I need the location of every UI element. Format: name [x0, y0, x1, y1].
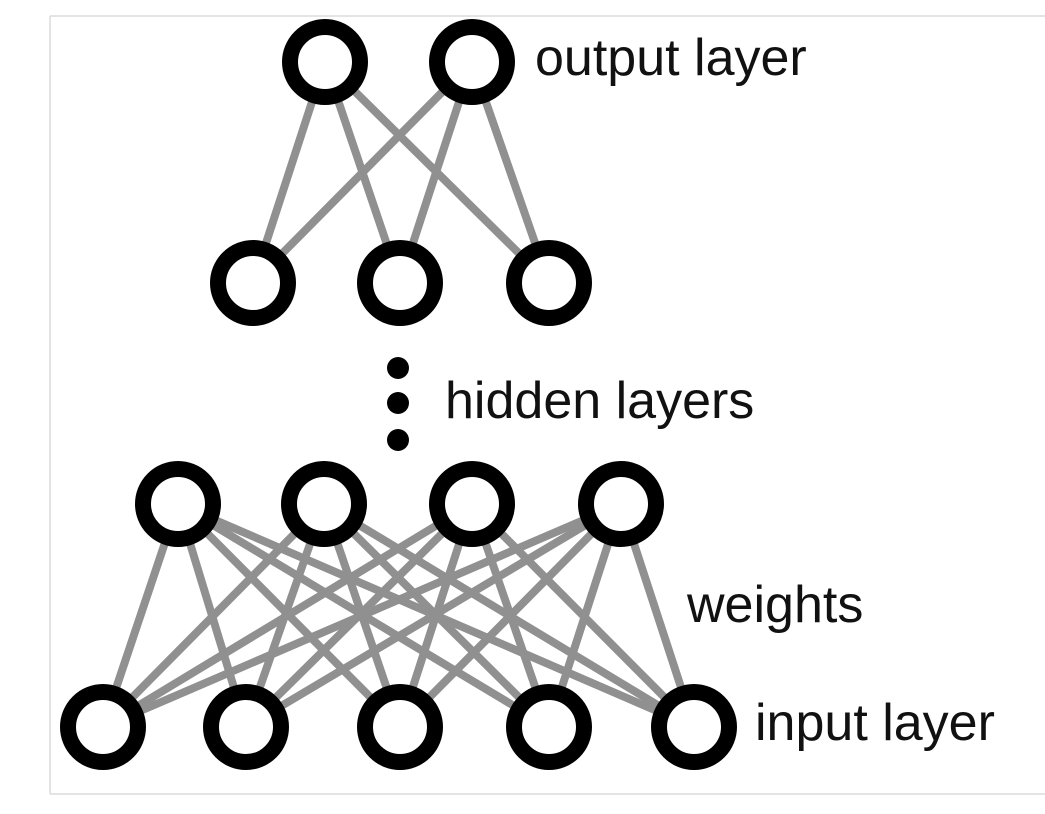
- edge-hidden-bottom-to-input: [243, 500, 624, 731]
- output-node-1: [282, 19, 368, 105]
- hidden-bottom-node-2: [281, 461, 367, 547]
- input-node-4: [506, 684, 592, 770]
- ellipsis-dot-3: [387, 429, 409, 451]
- ellipsis-dots: [387, 357, 409, 451]
- input-layer-label: input layer: [755, 694, 995, 752]
- ellipsis-dot-2: [387, 392, 409, 414]
- ellipsis-dot-1: [387, 357, 409, 379]
- hidden-top-node-1: [210, 240, 296, 326]
- output-layer-label: output layer: [535, 29, 807, 87]
- hidden-bottom-node-4: [578, 461, 664, 547]
- edge-hidden-bottom-to-input: [100, 501, 327, 730]
- input-node-1: [60, 684, 146, 770]
- hidden-bottom-node-3: [429, 461, 515, 547]
- edge-hidden-bottom-to-input: [100, 500, 475, 731]
- edge-output-to-hidden-top: [250, 59, 475, 286]
- hidden-top-node-2: [357, 240, 443, 326]
- hidden-bottom-node-1: [135, 461, 221, 547]
- labels-group: output layer hidden layers weights input la…: [445, 29, 995, 752]
- output-node-2: [429, 19, 515, 105]
- input-node-2: [203, 684, 289, 770]
- figure-frame: [49, 15, 1045, 795]
- hidden-layers-label: hidden layers: [445, 372, 754, 430]
- nodes-group: [60, 19, 737, 770]
- edge-hidden-bottom-to-input: [101, 500, 623, 731]
- edge-hidden-bottom-to-input: [397, 501, 624, 730]
- weights-label: weights: [686, 576, 863, 634]
- hidden-top-node-3: [506, 240, 592, 326]
- input-node-3: [357, 684, 443, 770]
- input-node-5: [651, 684, 737, 770]
